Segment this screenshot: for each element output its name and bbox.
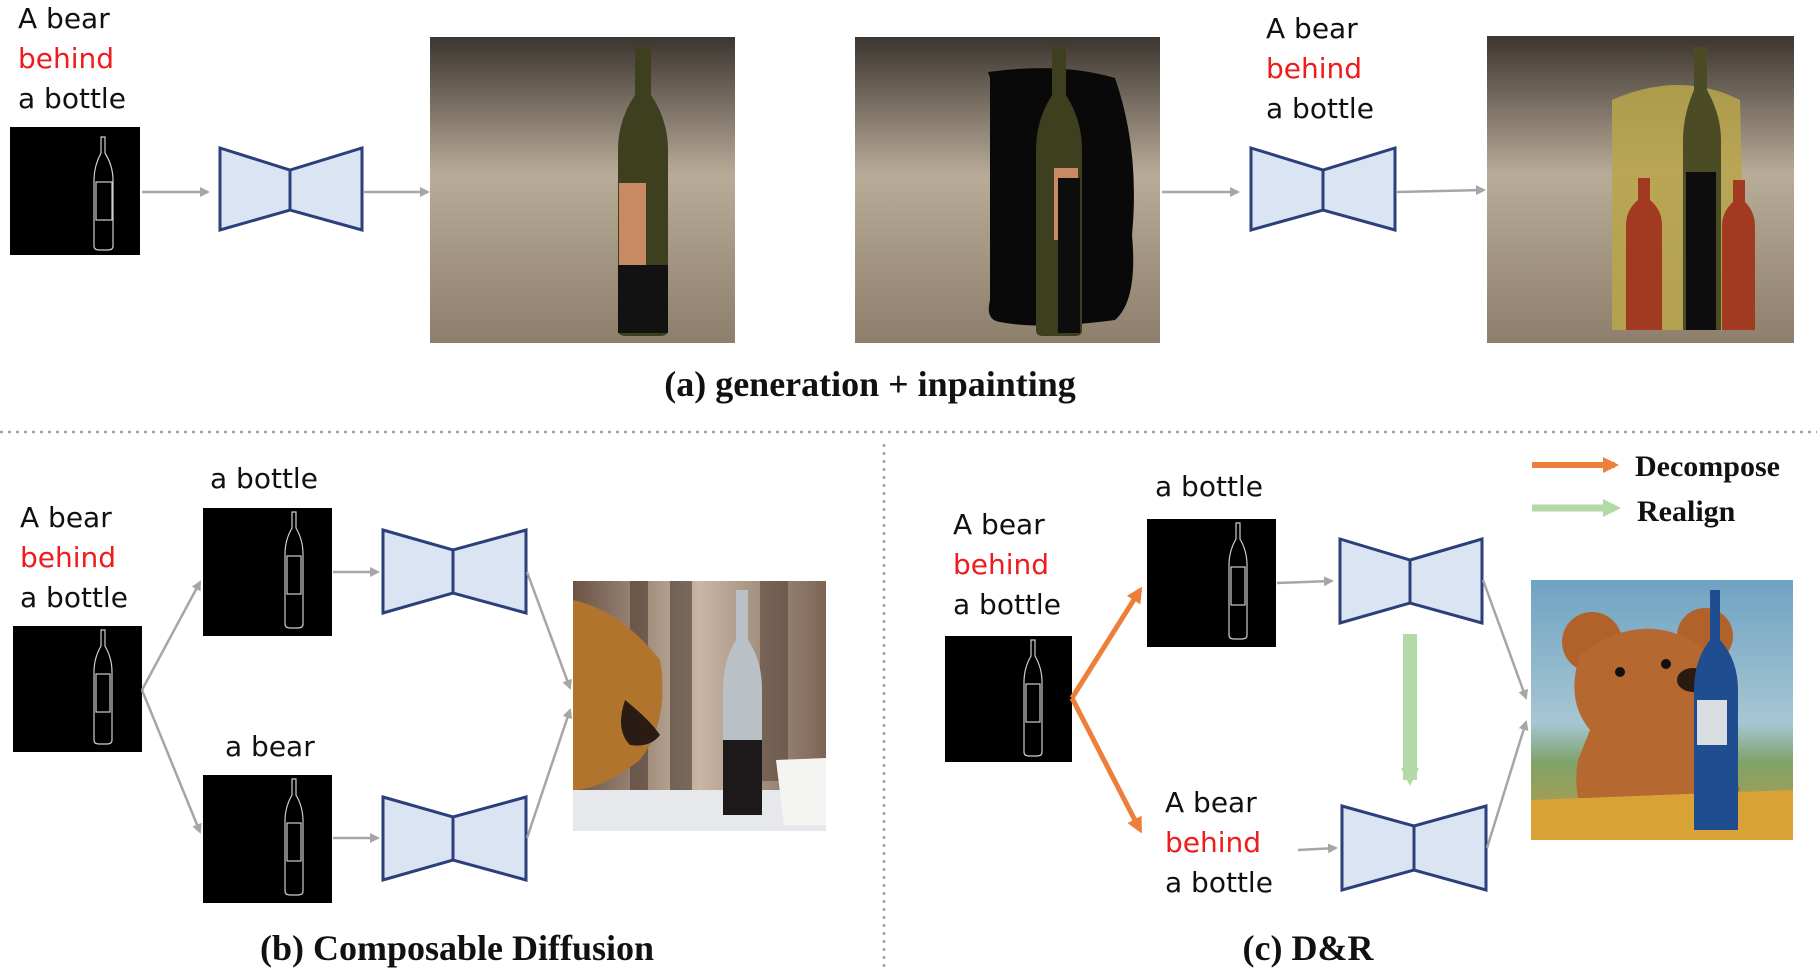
unet-block	[1249, 145, 1397, 232]
unet-block	[218, 145, 364, 232]
prompt-line-1: A bear	[20, 501, 112, 534]
unet-block-bottom	[1340, 804, 1488, 892]
sub-prompt-bottom-line-3: a bottle	[1165, 866, 1273, 899]
arrow	[1276, 576, 1334, 587]
arrow	[525, 708, 573, 839]
unet-block-top	[1338, 536, 1484, 625]
sketch-condition-image	[10, 127, 140, 255]
prompt-line-3: a bottle	[953, 588, 1061, 621]
sub-prompt-bottom-line-2-highlight: behind	[1165, 826, 1261, 859]
arrow	[1481, 579, 1528, 700]
sketch-condition-image	[945, 636, 1072, 762]
unet-block-top	[381, 528, 528, 615]
decompose-arrow	[1069, 696, 1143, 834]
prompt-line-2-highlight: behind	[20, 541, 116, 574]
arrow	[525, 571, 572, 690]
caption-b: (b) Composable Diffusion	[260, 928, 654, 968]
sub-prompt-bottom-line-1: A bear	[1165, 786, 1257, 819]
prompt-2-line-2-highlight: behind	[1266, 52, 1362, 85]
prompt-line-1: A bear	[18, 2, 110, 35]
inpainted-result-image	[1487, 36, 1794, 343]
prompt-line-2-highlight: behind	[18, 42, 114, 75]
arrow	[1485, 720, 1529, 849]
panel-b: A bear behind a bottle a bottle a bear	[13, 462, 826, 968]
generated-bottle-image	[430, 37, 735, 343]
d-and-r-result-image	[1531, 580, 1793, 840]
arrow	[1396, 185, 1486, 196]
prompt-line-3: a bottle	[18, 82, 126, 115]
legend-decompose-label: Decompose	[1635, 450, 1780, 483]
prompt-line-2-highlight: behind	[953, 548, 1049, 581]
sub-prompt-top: a bottle	[1155, 470, 1263, 503]
prompt-line-3: a bottle	[20, 581, 128, 614]
unet-block-bottom	[381, 795, 528, 882]
sub-prompt-bottom: a bear	[225, 730, 315, 763]
decompose-arrow	[1069, 586, 1143, 700]
arrow	[140, 580, 202, 691]
sketch-condition-image-bottom	[203, 775, 332, 903]
sub-prompt-top: a bottle	[210, 462, 318, 495]
sketch-condition-image-top	[1147, 519, 1276, 647]
caption-c: (c) D&R	[1243, 928, 1375, 968]
sketch-condition-image	[13, 626, 142, 752]
panel-c: Decompose Realign A bear behind a bottle…	[945, 450, 1793, 968]
sketch-condition-image-top	[203, 508, 332, 636]
legend-realign-label: Realign	[1637, 495, 1736, 528]
arrow	[1297, 843, 1338, 854]
caption-a: (a) generation + inpainting	[664, 364, 1076, 404]
prompt-2-line-3: a bottle	[1266, 92, 1374, 125]
prompt-2-line-1: A bear	[1266, 12, 1358, 45]
composable-diffusion-result-image	[573, 581, 826, 831]
panel-a: A bear behind a bottle A bear behind a b	[10, 2, 1794, 404]
masked-image	[855, 37, 1160, 343]
arrow	[140, 689, 202, 834]
prompt-line-1: A bear	[953, 508, 1045, 541]
